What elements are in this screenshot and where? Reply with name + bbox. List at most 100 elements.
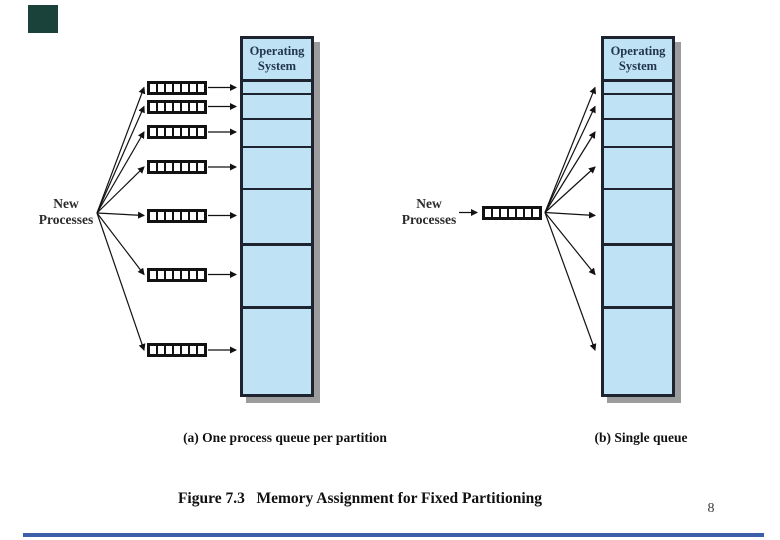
queue-cell	[166, 102, 174, 111]
queue-cell	[150, 102, 158, 111]
queue-cell	[150, 346, 158, 354]
queue-cell	[533, 209, 539, 217]
queue-cell	[158, 102, 166, 111]
queue-cell	[198, 103, 204, 111]
process-queue-a6	[147, 267, 207, 282]
memory-column-b: Operating System	[601, 36, 675, 397]
memory-partition-b-2	[604, 93, 672, 118]
process-queue-a3	[147, 125, 207, 139]
queue-cell	[174, 102, 182, 111]
queue-cell	[158, 83, 166, 92]
queue-cell	[174, 83, 182, 92]
queue-cell	[198, 84, 204, 92]
fan-arrow-b5	[544, 211, 596, 219]
new-processes-line1: New	[416, 196, 442, 211]
caption-diagram-a: (a) One process queue per partition	[183, 430, 387, 445]
os-title-line2: System	[257, 59, 297, 73]
queue-cell	[182, 270, 190, 279]
queue-cell	[174, 163, 182, 171]
queue-cell	[198, 163, 204, 171]
queue-cell	[158, 270, 166, 279]
queue-cell	[190, 128, 198, 136]
memory-partition-a-7	[243, 306, 311, 394]
fan-arrow-b6	[544, 212, 596, 276]
fan-arrow-b7	[544, 212, 597, 351]
process-queue-a7	[147, 343, 207, 357]
queue-cell	[525, 208, 533, 217]
page-number: 8	[707, 501, 715, 516]
queue-cell	[158, 128, 166, 136]
queue-cell	[493, 208, 501, 217]
queue-cell	[150, 83, 158, 92]
new-processes-line2: Processes	[38, 211, 94, 227]
fan-arrow-a1	[96, 86, 146, 214]
queue-cell	[174, 211, 182, 220]
queue-cell	[190, 346, 198, 354]
queue-cell	[150, 270, 158, 279]
os-title-line1: Operating	[249, 44, 305, 58]
caption-diagram-b: (b) Single queue	[594, 430, 688, 445]
os-partition-b: Operating System	[604, 39, 672, 82]
queue-cell	[198, 128, 204, 136]
memory-partition-a-3	[243, 118, 311, 146]
queue-cell	[190, 270, 198, 279]
memory-partition-a-6	[243, 243, 311, 306]
queue-cell	[166, 83, 174, 92]
memory-partition-b-6	[604, 243, 672, 306]
memory-partition-b-4	[604, 146, 672, 188]
queue-cell	[190, 102, 198, 111]
process-queue-b	[482, 205, 542, 220]
memory-partition-b-7	[604, 306, 672, 394]
new-processes-line1: New	[53, 196, 79, 211]
process-queue-a4	[147, 160, 207, 174]
queue-cell	[182, 211, 190, 220]
fan-arrow-b4	[544, 166, 596, 213]
queue-cell	[198, 212, 204, 220]
fan-arrow-a7	[96, 212, 146, 351]
queue-cell	[198, 271, 204, 279]
slide-bottom-rule	[23, 533, 764, 537]
memory-partition-a-1	[243, 82, 311, 93]
queue-cell	[517, 208, 525, 217]
os-partition-a: Operating System	[243, 39, 311, 82]
queue-cell	[190, 163, 198, 171]
queue-cell	[182, 83, 190, 92]
os-title-line1: Operating	[610, 44, 666, 58]
queue-cell	[158, 211, 166, 220]
memory-partition-a-5	[243, 188, 311, 243]
fan-arrow-b3	[544, 131, 596, 213]
queue-cell	[190, 211, 198, 220]
queue-cell	[509, 208, 517, 217]
slide-corner-mark	[28, 5, 58, 33]
queue-cell	[166, 163, 174, 171]
memory-partition-b-3	[604, 118, 672, 146]
queue-cell	[182, 346, 190, 354]
queue-cell	[158, 346, 166, 354]
queue-cell	[182, 102, 190, 111]
queue-cell	[174, 346, 182, 354]
process-queue-a1	[147, 80, 207, 95]
queue-cell	[174, 128, 182, 136]
queue-cell	[182, 128, 190, 136]
memory-partition-b-1	[604, 82, 672, 93]
memory-partition-a-4	[243, 146, 311, 188]
memory-column-a: Operating System	[240, 36, 314, 397]
new-processes-label-a: New Processes	[24, 196, 108, 227]
queue-cell	[150, 211, 158, 220]
queue-cell	[150, 163, 158, 171]
figure-caption: Figure 7.3 Memory Assignment for Fixed P…	[177, 490, 543, 507]
queue-cell	[501, 208, 509, 217]
queue-cell	[485, 208, 493, 217]
fan-arrow-b2	[544, 105, 596, 213]
queue-cell	[150, 128, 158, 136]
queue-cell	[174, 270, 182, 279]
new-processes-label-b: New Processes	[387, 196, 471, 227]
queue-cell	[166, 346, 174, 354]
os-title-line2: System	[618, 59, 658, 73]
queue-cell	[166, 270, 174, 279]
memory-partition-a-2	[243, 93, 311, 118]
queue-cell	[198, 346, 204, 354]
queue-cell	[190, 83, 198, 92]
queue-cell	[166, 211, 174, 220]
